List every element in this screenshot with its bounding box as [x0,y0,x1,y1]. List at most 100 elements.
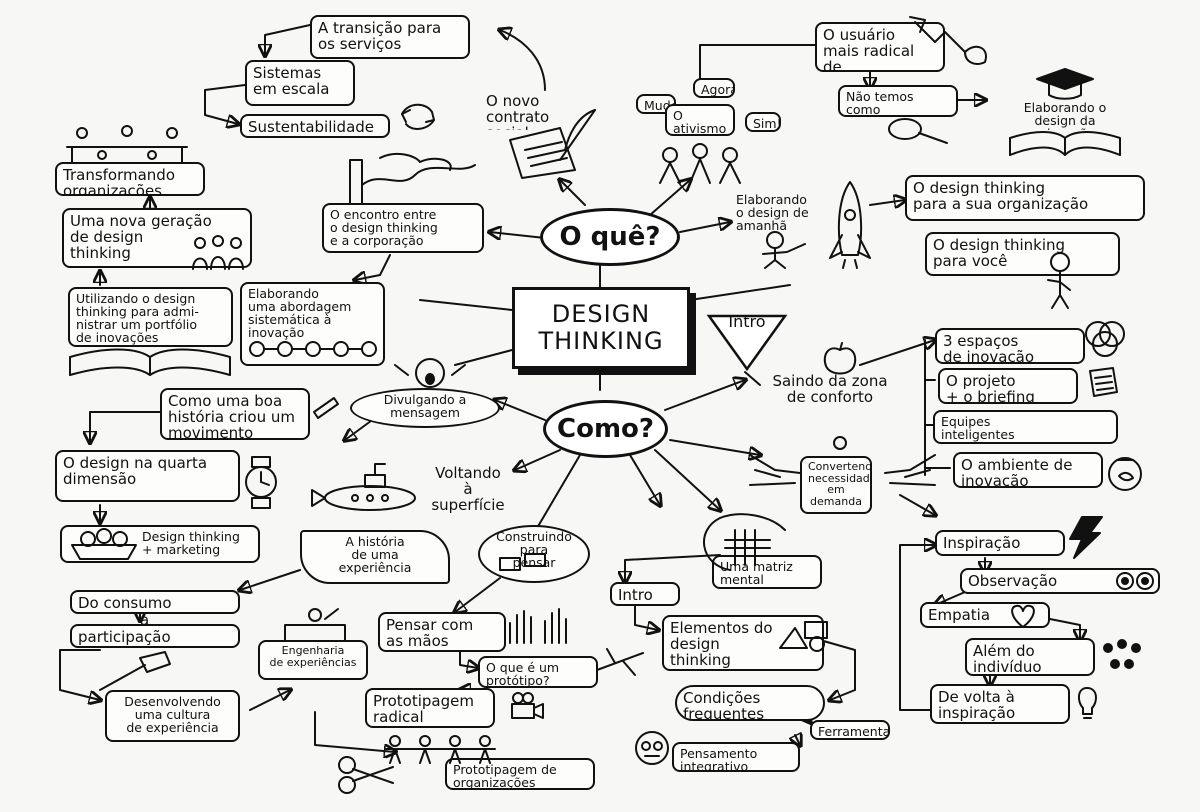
link-matriz-intro [625,554,721,582]
sign-agora: Agora! [693,78,735,98]
node-novo-contrato: O novo contrato social [486,92,550,130]
link-how-voltando [515,449,561,470]
link-how-saindo [664,380,745,411]
node-sistemas-escala: Sistemas em escala [245,60,355,106]
node-educacao: Elaborando o design da educação [1023,100,1107,130]
graduation-cap-icon [1035,65,1095,100]
lightbulb-icon [1075,686,1100,721]
link-intro-elementos [634,604,658,630]
book-icon [65,345,235,383]
link-boa-quarta [90,411,166,442]
link-what-encontro [490,232,546,238]
link-title-right [689,284,791,301]
node-transformando: Transformando organizações [55,162,205,196]
link-part-cultura [59,649,100,700]
node-boa-historia: Como uma boa história criou um movimento [160,388,310,440]
node-usuario-radical: O usuário mais radical de todos [815,22,945,72]
node-para-voce: O design thinking para você [925,232,1120,276]
node-de-volta: De volta à inspiração [930,684,1070,724]
link-radical-org [314,711,395,752]
intro-triangle [706,314,788,372]
node-condicoes: Condições frequentes [675,685,825,721]
node-empatia: Empatia [920,602,1050,628]
link-intro-saindo [744,371,761,386]
link-sistemas-sust [204,84,246,124]
link-pensar-prototipo [459,649,478,668]
node-ambiente: O ambiente de inovação [953,452,1103,488]
airplane-icon [595,645,645,680]
what-hub: O quê? [540,208,680,266]
node-do-consumo: Do consumo [70,590,240,614]
node-prototipagem-organizacoes: Prototipagem de organizações [445,758,595,790]
paper-dolls-icon [380,735,500,765]
heart-icon [1008,603,1038,629]
link-how-divulgando [495,400,546,421]
node-tres-espacos: 3 espaços de inovação [935,328,1085,364]
node-alem-individuo: Além do indivíduo [965,638,1095,676]
link-what-amanha [679,222,730,233]
telescope-icon [310,392,340,422]
protest-signs-icon [650,135,750,185]
node-historia-experiencia: A história de uma experiência [300,530,450,584]
node-divulgando: Divulgando a mensagem [350,388,500,428]
link-transicao-sistemas [265,24,311,55]
grid-head-icon [690,510,820,572]
watch-icon [240,455,282,510]
link-contrato-transicao [500,30,546,91]
cloud-icon [775,618,830,653]
node-intro-matriz: Intro [610,582,680,606]
hands-icon [745,435,940,505]
node-participacao: participação [70,624,240,648]
link-construindo-pensar [455,577,501,612]
recycle-icon [398,98,438,134]
node-pensar-maos: Pensar com as mãos [378,612,506,652]
node-marketing: Design thinking + marketing [60,525,260,563]
scissors-icon [335,755,395,795]
link-title-divulgando [454,349,513,366]
person-icon [1030,250,1080,310]
people-icon [1100,638,1145,678]
astronaut-icon [755,230,815,270]
node-sustentabilidade: Sustentabilidade [240,114,390,138]
briefcase-icon [1085,366,1120,398]
sign-sim: Sim! [745,112,781,132]
link-how-condicoes [654,449,720,510]
node-sua-organizacao: O design thinking para a sua organização [905,175,1145,221]
node-elementos: Elementos do design thinking [662,615,824,671]
node-saindo-conforto: Saindo da zona de conforto [772,372,888,407]
goldfish-bowl-icon [1105,452,1145,492]
link-saindo-espacos [859,340,935,366]
node-prototipagem-radical: Prototipagem radical [365,688,495,728]
node-cultura-experiencia: Desenvolvendo uma cultura de experiência [105,690,240,742]
eyes-icon [1115,570,1155,592]
link-encontro-abordagem [355,254,391,280]
link-volta-insp [899,545,935,711]
node-ferramentas: Ferramentas [810,720,890,740]
quill-pen-icon [500,100,600,180]
rings-icon [1080,318,1130,358]
lightning-icon [1062,515,1107,560]
node-pensamento-integrativo: Pensamento integrativo [672,742,800,772]
link-title-left [419,299,513,311]
link-amanha-org [869,200,905,205]
node-equipes: Equipes inteligentes [933,410,1118,444]
wrench-icon [905,12,995,72]
link-ferr-pensamento [795,735,800,745]
node-prototipo: O que é um protótipo? [478,656,598,688]
person-icon [280,605,350,643]
node-influenciar: Não temos como influenciar tudo [838,85,958,117]
link-what-contrato [560,180,586,206]
node-ativismo: O ativismo no design [665,104,735,136]
how-hub: Como? [543,400,668,458]
rocket-icon [825,180,875,270]
node-engenharia: Engenharia de experiências [258,640,368,680]
magnifier-icon [885,115,950,145]
head-icon [632,728,672,768]
node-transicao-servicos: A transição para os serviços [310,15,470,59]
paper-dolls-icon [490,540,560,580]
link-convertendo-inspiracao [899,494,935,515]
megaphone-figure-icon [390,355,470,395]
link-how-matriz [629,454,660,505]
